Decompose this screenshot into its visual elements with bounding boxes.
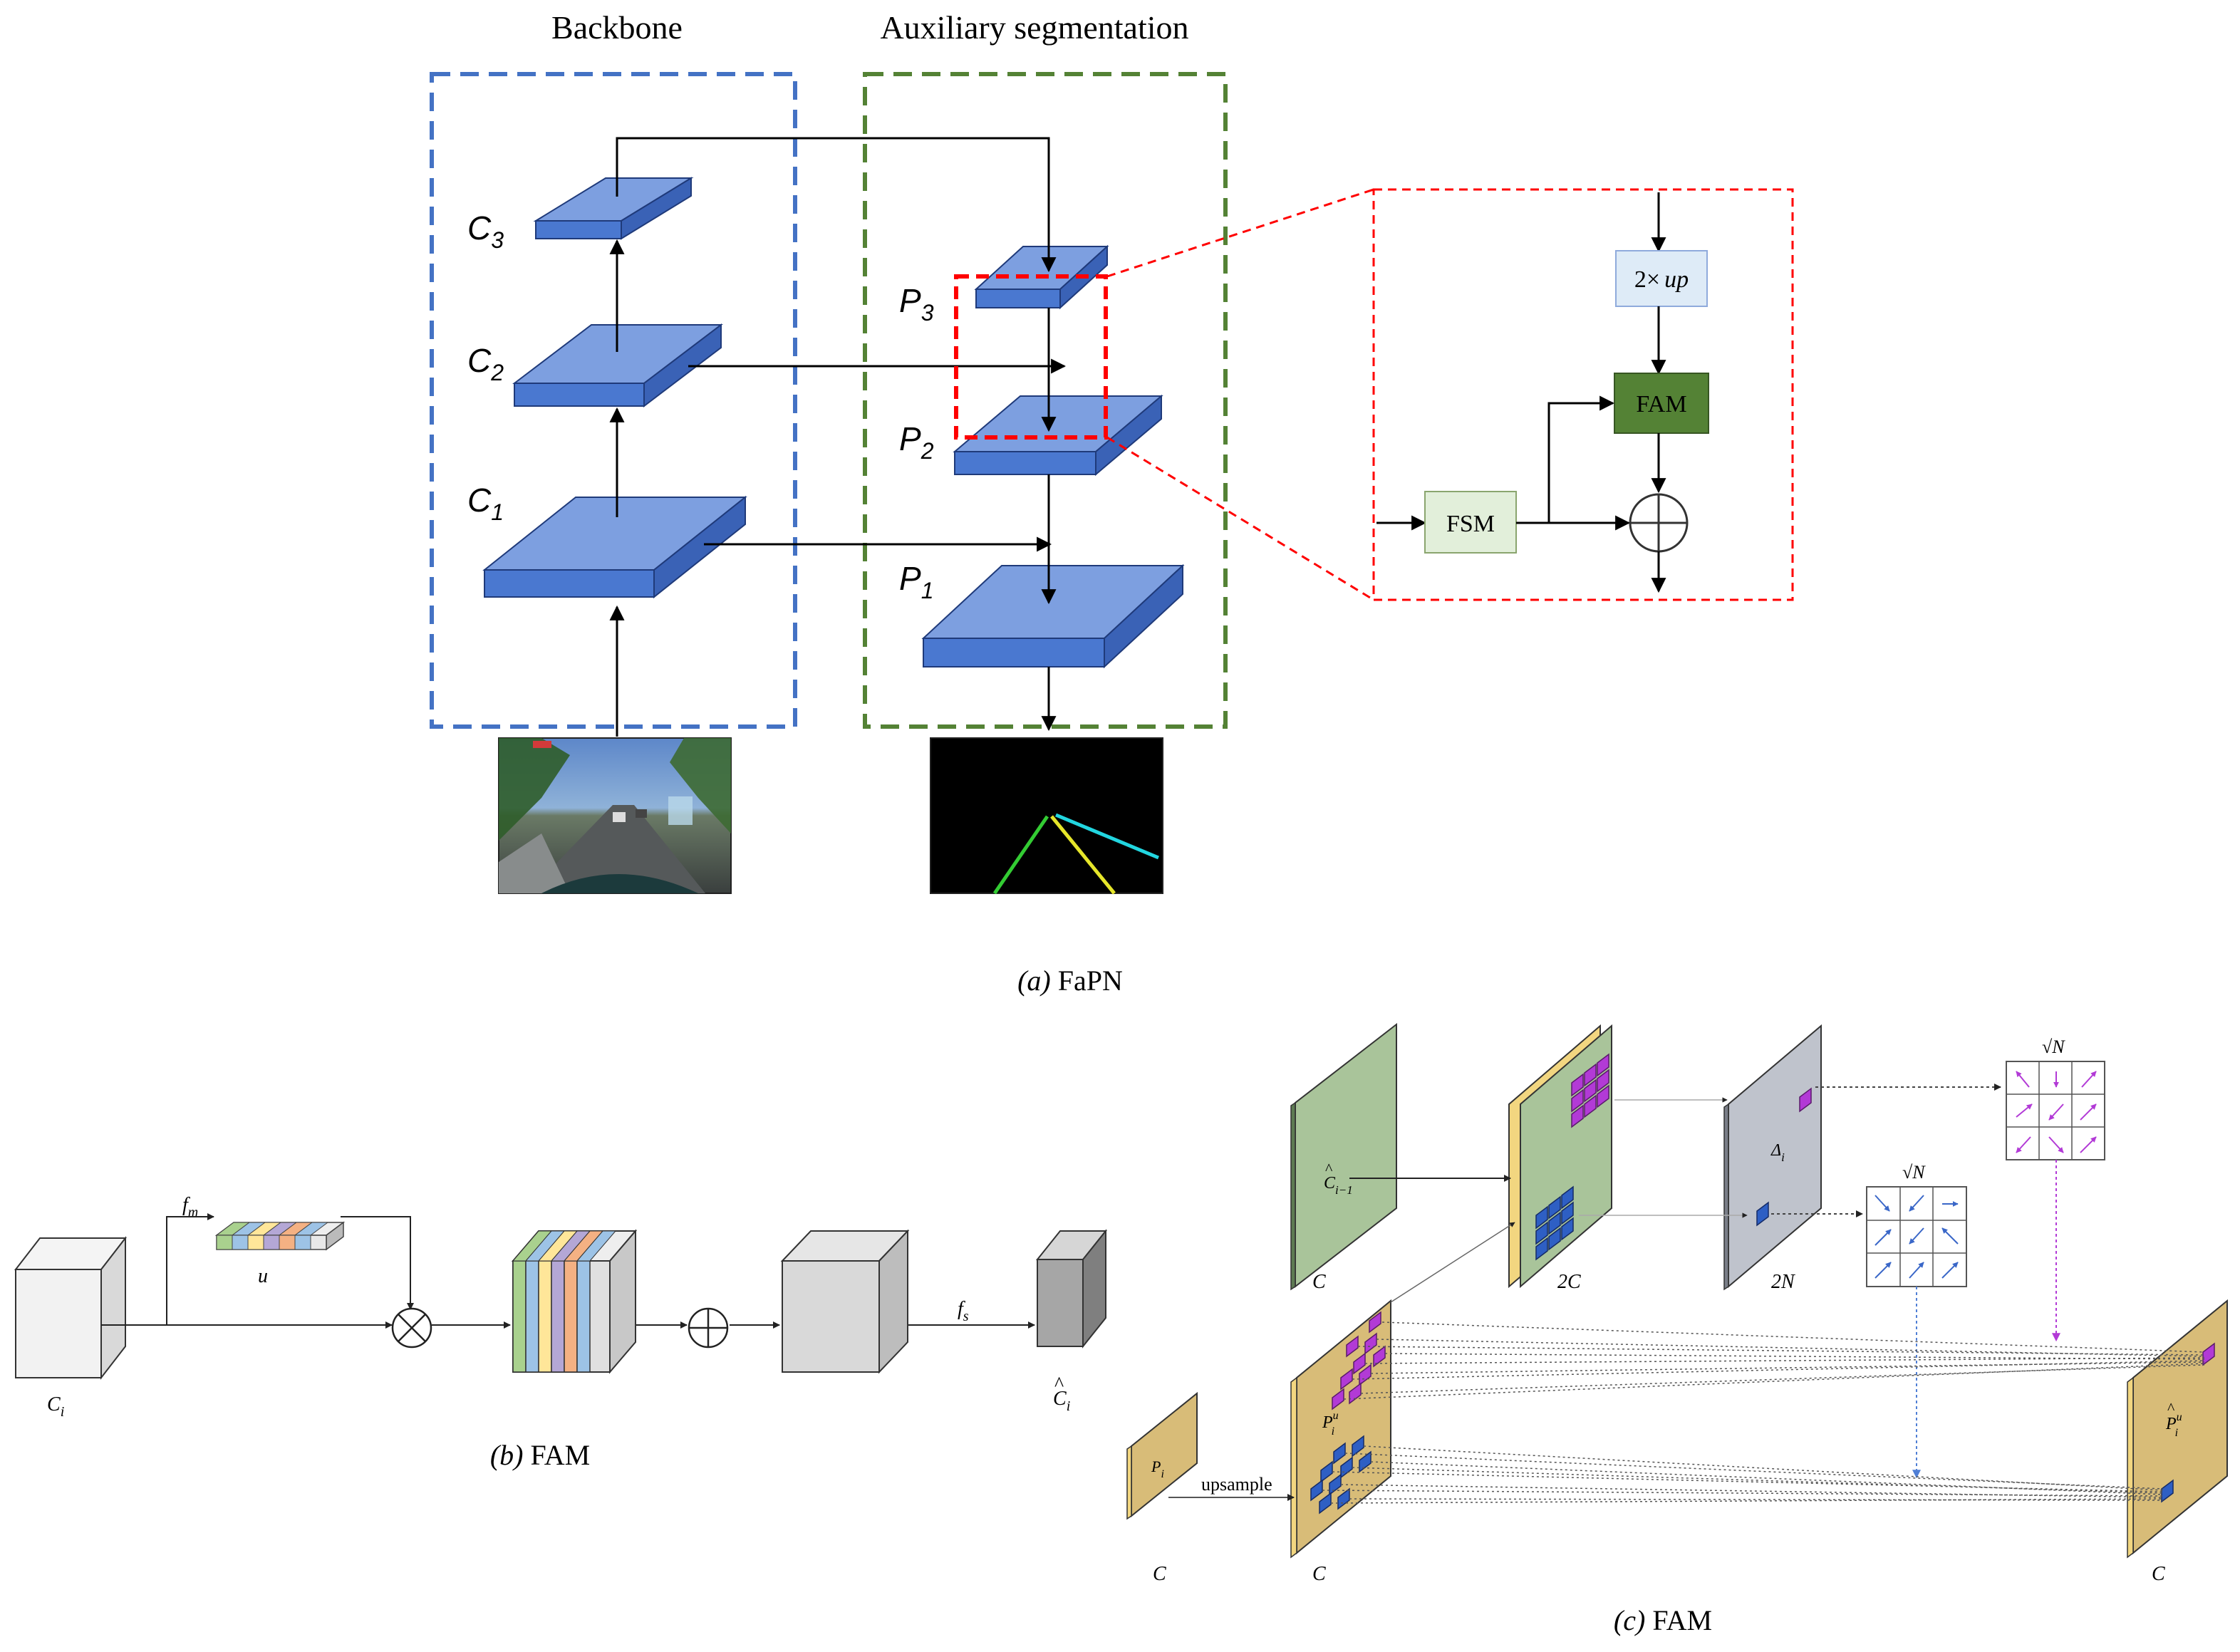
panel-b-arrows xyxy=(101,1213,1035,1329)
offset-grid-blue xyxy=(1866,1186,1967,1287)
plane-delta xyxy=(1723,1024,1822,1291)
label-pi: Pi xyxy=(1151,1458,1164,1480)
dim-c-1: C xyxy=(1312,1271,1326,1293)
fsm-label: FSM xyxy=(1446,511,1495,537)
label-c3: C3 xyxy=(467,209,504,253)
panel-c: Ci−1 ^ C xyxy=(1126,1022,2228,1636)
dim-2c: 2C xyxy=(1557,1271,1581,1293)
dim-c-2: C xyxy=(1153,1563,1166,1585)
cube-ci xyxy=(14,1236,128,1380)
label-ci-hat-mark: ^ xyxy=(1054,1373,1064,1396)
up-label: 2×up xyxy=(1634,266,1689,293)
block-c2 xyxy=(512,323,723,408)
backbone-box xyxy=(430,72,797,729)
dim-c-4: C xyxy=(2152,1563,2165,1585)
zoom-line-bottom xyxy=(1106,436,1374,601)
multiply-circle xyxy=(391,1307,432,1349)
label-c2: C2 xyxy=(467,342,504,385)
plane-pi xyxy=(1126,1391,1198,1520)
caption-a: (a)FaPN xyxy=(1017,965,1123,997)
caption-b: (b)FAM xyxy=(490,1439,590,1471)
blue-grid-2c xyxy=(1535,1185,1574,1261)
plane-2c xyxy=(1508,1024,1612,1289)
block-c3 xyxy=(533,177,694,240)
block-p1 xyxy=(921,563,1185,669)
u-feature-bar xyxy=(214,1221,346,1251)
plane-piu xyxy=(1290,1299,1391,1559)
label-p1: P1 xyxy=(899,560,933,603)
zoom-highlight xyxy=(954,274,1108,440)
aux-seg-box xyxy=(863,72,1228,729)
purple-cells-piu xyxy=(1332,1311,1386,1411)
label-ci: Ci xyxy=(47,1393,64,1420)
label-ci-hat: Ci xyxy=(1053,1388,1070,1414)
label-p2: P2 xyxy=(899,420,934,464)
label-fs: fs xyxy=(958,1298,969,1324)
delta-blue-cell xyxy=(1756,1201,1769,1227)
sqrt-n-top: √N xyxy=(2042,1037,2065,1057)
plane-c-prev xyxy=(1290,1022,1397,1291)
zoom-line-top xyxy=(1106,188,1374,278)
backbone-title: Backbone xyxy=(551,9,683,46)
label-upsample: upsample xyxy=(1201,1474,1272,1495)
zoom-detail-box xyxy=(1372,188,1794,601)
purple-grid-2c xyxy=(1571,1053,1609,1128)
label-c-prev: Ci−1 xyxy=(1324,1174,1353,1197)
backbone-arrows xyxy=(609,137,1067,737)
grey-cube xyxy=(780,1229,910,1374)
arrow-piu-to-2c xyxy=(1390,1222,1515,1303)
u-stripes xyxy=(215,1222,329,1236)
label-c-prev-hat: ^ xyxy=(1325,1160,1333,1178)
sqrt-n-bottom: √N xyxy=(1902,1162,1926,1183)
input-road-image xyxy=(498,737,732,894)
zoom-detail-content: 2×up FAM FSM xyxy=(1376,192,1709,593)
label-delta: Δi xyxy=(1770,1141,1785,1164)
dim-c-3: C xyxy=(1312,1563,1326,1585)
delta-purple-cell xyxy=(1799,1087,1812,1113)
fam-box xyxy=(1614,373,1709,434)
output-cube xyxy=(1035,1229,1108,1349)
pout-purple-cell xyxy=(2202,1342,2215,1366)
panel-b: Ci u fm xyxy=(14,1194,1108,1471)
caption-c: (c)FAM xyxy=(1614,1604,1712,1636)
dim-2n: 2N xyxy=(1771,1271,1795,1293)
block-c1 xyxy=(482,495,747,599)
plus-circle xyxy=(688,1307,729,1349)
fam-label: FAM xyxy=(1636,391,1686,417)
label-pout-hat: ^ xyxy=(2167,1399,2175,1417)
output-lane-mask xyxy=(930,737,1163,895)
up-box xyxy=(1615,250,1708,307)
fsm-box xyxy=(1424,491,1517,554)
label-c1: C1 xyxy=(467,482,504,525)
panel-a: Backbone Auxiliary segmentation xyxy=(430,9,1794,997)
striped-cube xyxy=(511,1229,638,1374)
label-p3: P3 xyxy=(899,282,934,326)
offset-grid-purple xyxy=(2006,1061,2105,1160)
sampling-lines xyxy=(1322,1321,2205,1504)
blue-cells-piu xyxy=(1310,1435,1372,1515)
aux-title: Auxiliary segmentation xyxy=(880,9,1188,46)
label-u: u xyxy=(258,1265,268,1287)
